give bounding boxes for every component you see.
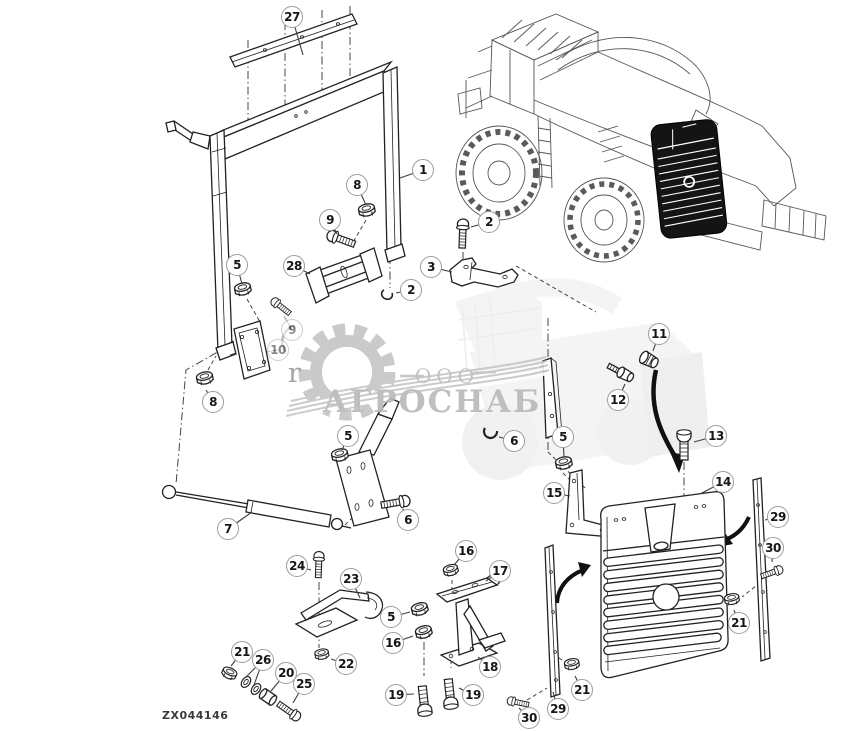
gas-strut-part-7 — [161, 484, 352, 531]
mounting-bar-part-27 — [229, 13, 358, 68]
watermark-logo: ООО АГРОСНАБ r — [281, 323, 550, 421]
harvester-grille-highlight — [650, 119, 728, 239]
side-strip-right-29 — [752, 477, 771, 662]
ring-part-2 — [380, 289, 394, 301]
watermark-prefix: ООО — [415, 364, 479, 388]
figure-code-label: ZX044146 — [162, 709, 229, 722]
rops-frame-part-1 — [165, 60, 406, 361]
clip-part-6 — [482, 427, 499, 440]
pivot-plate-part — [335, 397, 400, 527]
hook-bracket-part-23 — [294, 589, 384, 638]
fitting-part-12 — [606, 362, 635, 383]
fasteners — [195, 201, 785, 724]
plate-part-10 — [228, 320, 271, 380]
grille-panel-part-14 — [600, 491, 729, 679]
watermark-company-name: АГРОСНАБ — [323, 384, 542, 420]
side-strip-left-29 — [544, 544, 561, 698]
bracket-part-18 — [439, 598, 506, 667]
harvester-illustration — [455, 13, 827, 263]
fitting-part-11 — [638, 350, 659, 369]
watermark-stray-letter: r — [288, 358, 301, 389]
spacer-bracket-part-28 — [305, 247, 383, 304]
bracket-part-3 — [449, 257, 519, 288]
